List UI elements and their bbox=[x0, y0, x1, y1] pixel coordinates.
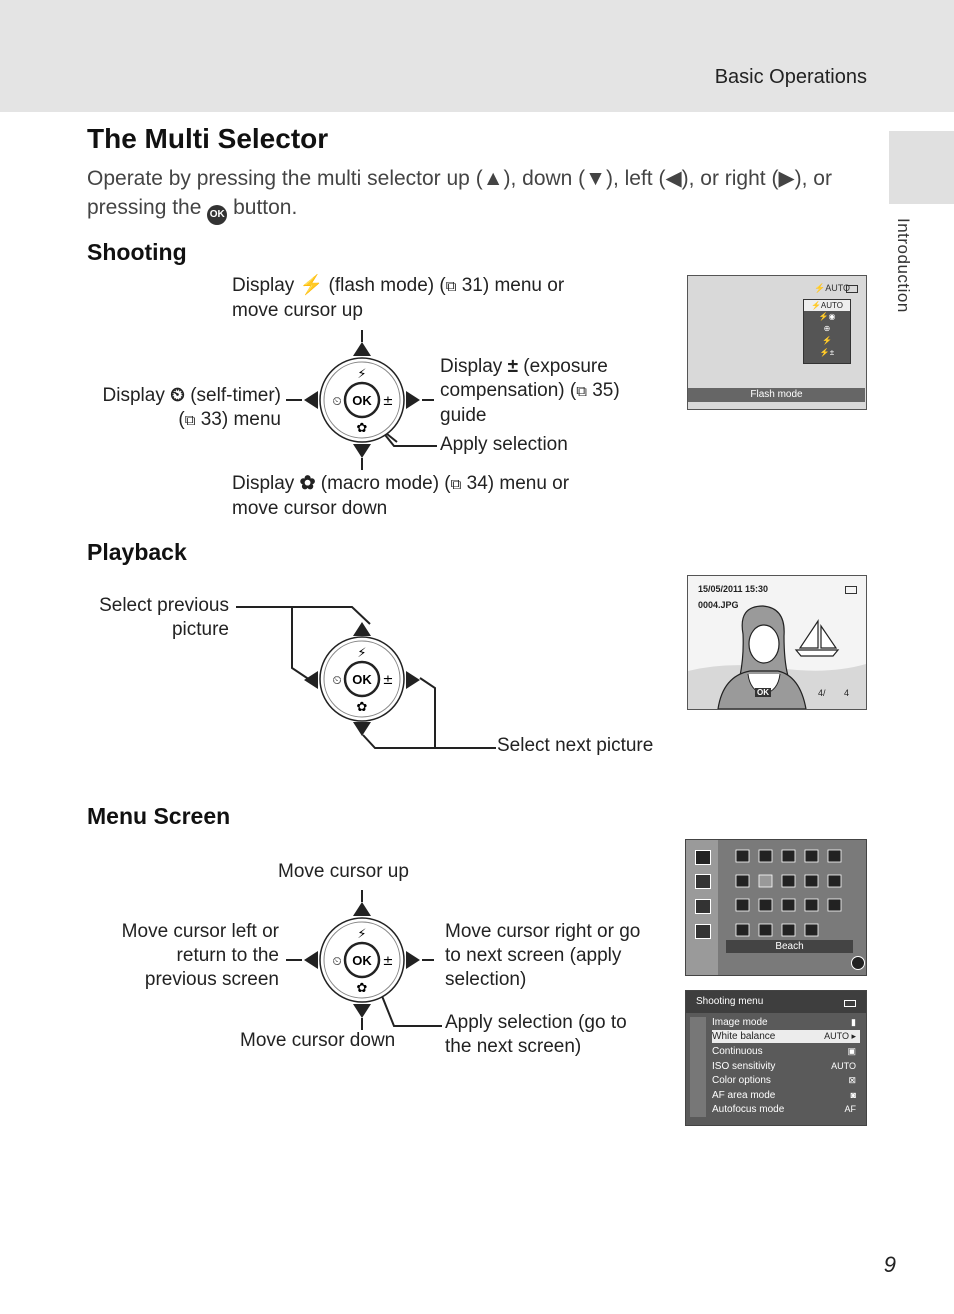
self-timer-icon: ⏲ bbox=[170, 385, 185, 406]
macro-icon: ✿ bbox=[357, 421, 368, 436]
self-timer-icon: ⏲ bbox=[332, 673, 341, 687]
battery-icon bbox=[844, 1000, 856, 1007]
side-tab-label: Introduction bbox=[894, 218, 913, 313]
ok-button-icon: OK bbox=[207, 205, 228, 225]
image-counter: 4/ bbox=[818, 688, 826, 698]
multi-selector-shooting: OK ⚡ ⏲ ± ✿ bbox=[286, 330, 437, 470]
flash-icon: ⚡ bbox=[299, 275, 324, 296]
flash-icon: ⚡ bbox=[357, 927, 366, 942]
intro-paragraph: Operate by pressing the multi selector u… bbox=[87, 164, 877, 225]
shooting-down-label: Display ✿ (macro mode) (⧉ 34) menu or mo… bbox=[232, 473, 570, 519]
macro-icon: ✿ bbox=[299, 473, 316, 494]
exposure-icon: ± bbox=[383, 673, 394, 688]
section-label: Basic Operations bbox=[714, 66, 867, 88]
scene-tab-icon bbox=[695, 874, 711, 889]
self-timer-icon: ⏲ bbox=[332, 954, 341, 968]
book-icon: ⧉ bbox=[184, 412, 196, 429]
multi-selector-menu: OK ⚡ ⏲ ± ✿ bbox=[286, 890, 442, 1030]
flash-mode-screen: ⚡AUTO ⚡AUTO ⚡◉ ⊕ ⚡ ⚡± Flash mode bbox=[687, 275, 867, 410]
multi-selector-playback: OK ⚡ ⏲ ± ✿ bbox=[236, 606, 496, 749]
exposure-compensation-icon: ± bbox=[507, 356, 519, 377]
exposure-icon: ± bbox=[383, 394, 394, 409]
shooting-left-label: Display ⏲ (self-timer) (⧉ 33) menu bbox=[102, 385, 281, 430]
flash-icon: ⚡ bbox=[357, 367, 366, 382]
playback-datetime: 15/05/2011 15:30 bbox=[698, 584, 769, 594]
scene-icon-grid bbox=[726, 846, 854, 956]
side-tab-marker bbox=[889, 131, 954, 204]
menu-item: Continuous▣ bbox=[712, 1046, 856, 1057]
menu-up-label: Move cursor up bbox=[278, 861, 409, 882]
menu-item: Color options⊠ bbox=[712, 1075, 856, 1086]
menu-item: AF area mode◙ bbox=[712, 1090, 856, 1101]
smart-portrait-tab-icon bbox=[695, 899, 711, 914]
ok-button: OK bbox=[352, 953, 372, 968]
battery-icon bbox=[845, 586, 857, 594]
menu-screen-heading: Menu Screen bbox=[87, 803, 231, 829]
flash-item: ⚡± bbox=[819, 348, 835, 357]
flash-item: ⚡ bbox=[822, 336, 832, 345]
page-number: 9 bbox=[883, 1252, 896, 1277]
scene-caption: Beach bbox=[726, 940, 853, 953]
flash-item-selected: ⚡AUTO bbox=[804, 300, 850, 311]
macro-icon: ✿ bbox=[357, 981, 368, 996]
beach-photo bbox=[688, 605, 866, 709]
ok-button: OK bbox=[352, 393, 372, 408]
shooting-menu-title: Shooting menu bbox=[696, 996, 764, 1007]
camera-tab-icon bbox=[695, 850, 711, 865]
playback-heading: Playback bbox=[87, 539, 187, 565]
scene-menu-screen: Beach bbox=[685, 839, 867, 976]
shooting-heading: Shooting bbox=[87, 239, 187, 265]
header-band bbox=[0, 0, 954, 112]
flash-item: ⊕ bbox=[823, 324, 831, 333]
flash-auto-indicator: ⚡AUTO bbox=[814, 283, 851, 293]
flash-mode-list: ⚡AUTO ⚡◉ ⊕ ⚡ ⚡± bbox=[803, 299, 851, 364]
subject-tracking-tab-icon bbox=[695, 924, 711, 939]
image-total: 4 bbox=[844, 688, 850, 698]
macro-icon: ✿ bbox=[357, 700, 368, 715]
page-title: The Multi Selector bbox=[87, 123, 329, 154]
shooting-right-label: Display ± (exposure compensation) (⧉ 35)… bbox=[440, 356, 620, 426]
playback-screen: 15/05/2011 15:30 0004.JPG OK 4/ 4 bbox=[687, 575, 867, 710]
book-icon: ⧉ bbox=[576, 383, 587, 400]
self-timer-icon: ⏲ bbox=[332, 394, 341, 408]
book-icon: ⧉ bbox=[450, 476, 462, 493]
exposure-icon: ± bbox=[383, 954, 394, 969]
menu-tab-bar bbox=[690, 1017, 706, 1117]
flash-mode-caption: Flash mode bbox=[688, 388, 865, 402]
help-icon bbox=[851, 956, 865, 970]
playback-next-label: Select next picture bbox=[497, 735, 654, 756]
battery-icon bbox=[846, 285, 858, 293]
ok-hint: OK bbox=[755, 688, 771, 697]
book-icon: ⧉ bbox=[445, 278, 457, 295]
shooting-menu-titlebar bbox=[686, 991, 866, 1013]
shooting-up-label: Display ⚡ (flash mode) (⧉ 31) menu or mo… bbox=[232, 275, 565, 321]
shooting-apply-label: Apply selection bbox=[440, 434, 568, 455]
flash-item: ⚡◉ bbox=[818, 312, 836, 321]
playback-filename: 0004.JPG bbox=[698, 600, 739, 610]
menu-down-label: Move cursor down bbox=[240, 1030, 396, 1051]
flash-icon: ⚡ bbox=[357, 646, 366, 661]
ok-button: OK bbox=[352, 672, 372, 687]
menu-item: Image mode▮ bbox=[712, 1017, 856, 1028]
